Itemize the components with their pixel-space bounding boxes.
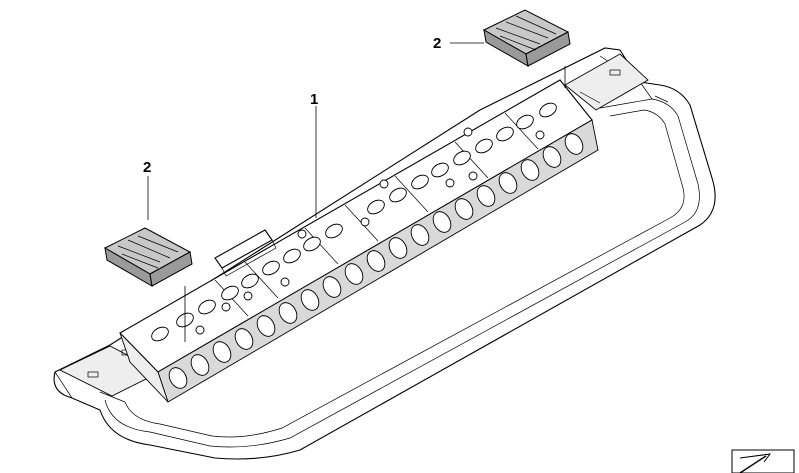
callout-2-left: 2: [143, 159, 151, 176]
leader-lines: [147, 42, 566, 342]
arrow-icon: [731, 449, 795, 473]
adhesive-pad-right: [482, 9, 571, 67]
adhesive-pad-left: [103, 227, 193, 287]
callout-1: 1: [310, 91, 318, 108]
callout-2-right: 2: [433, 35, 441, 52]
led-holes: [151, 102, 557, 342]
led-reflectors: [168, 133, 584, 389]
